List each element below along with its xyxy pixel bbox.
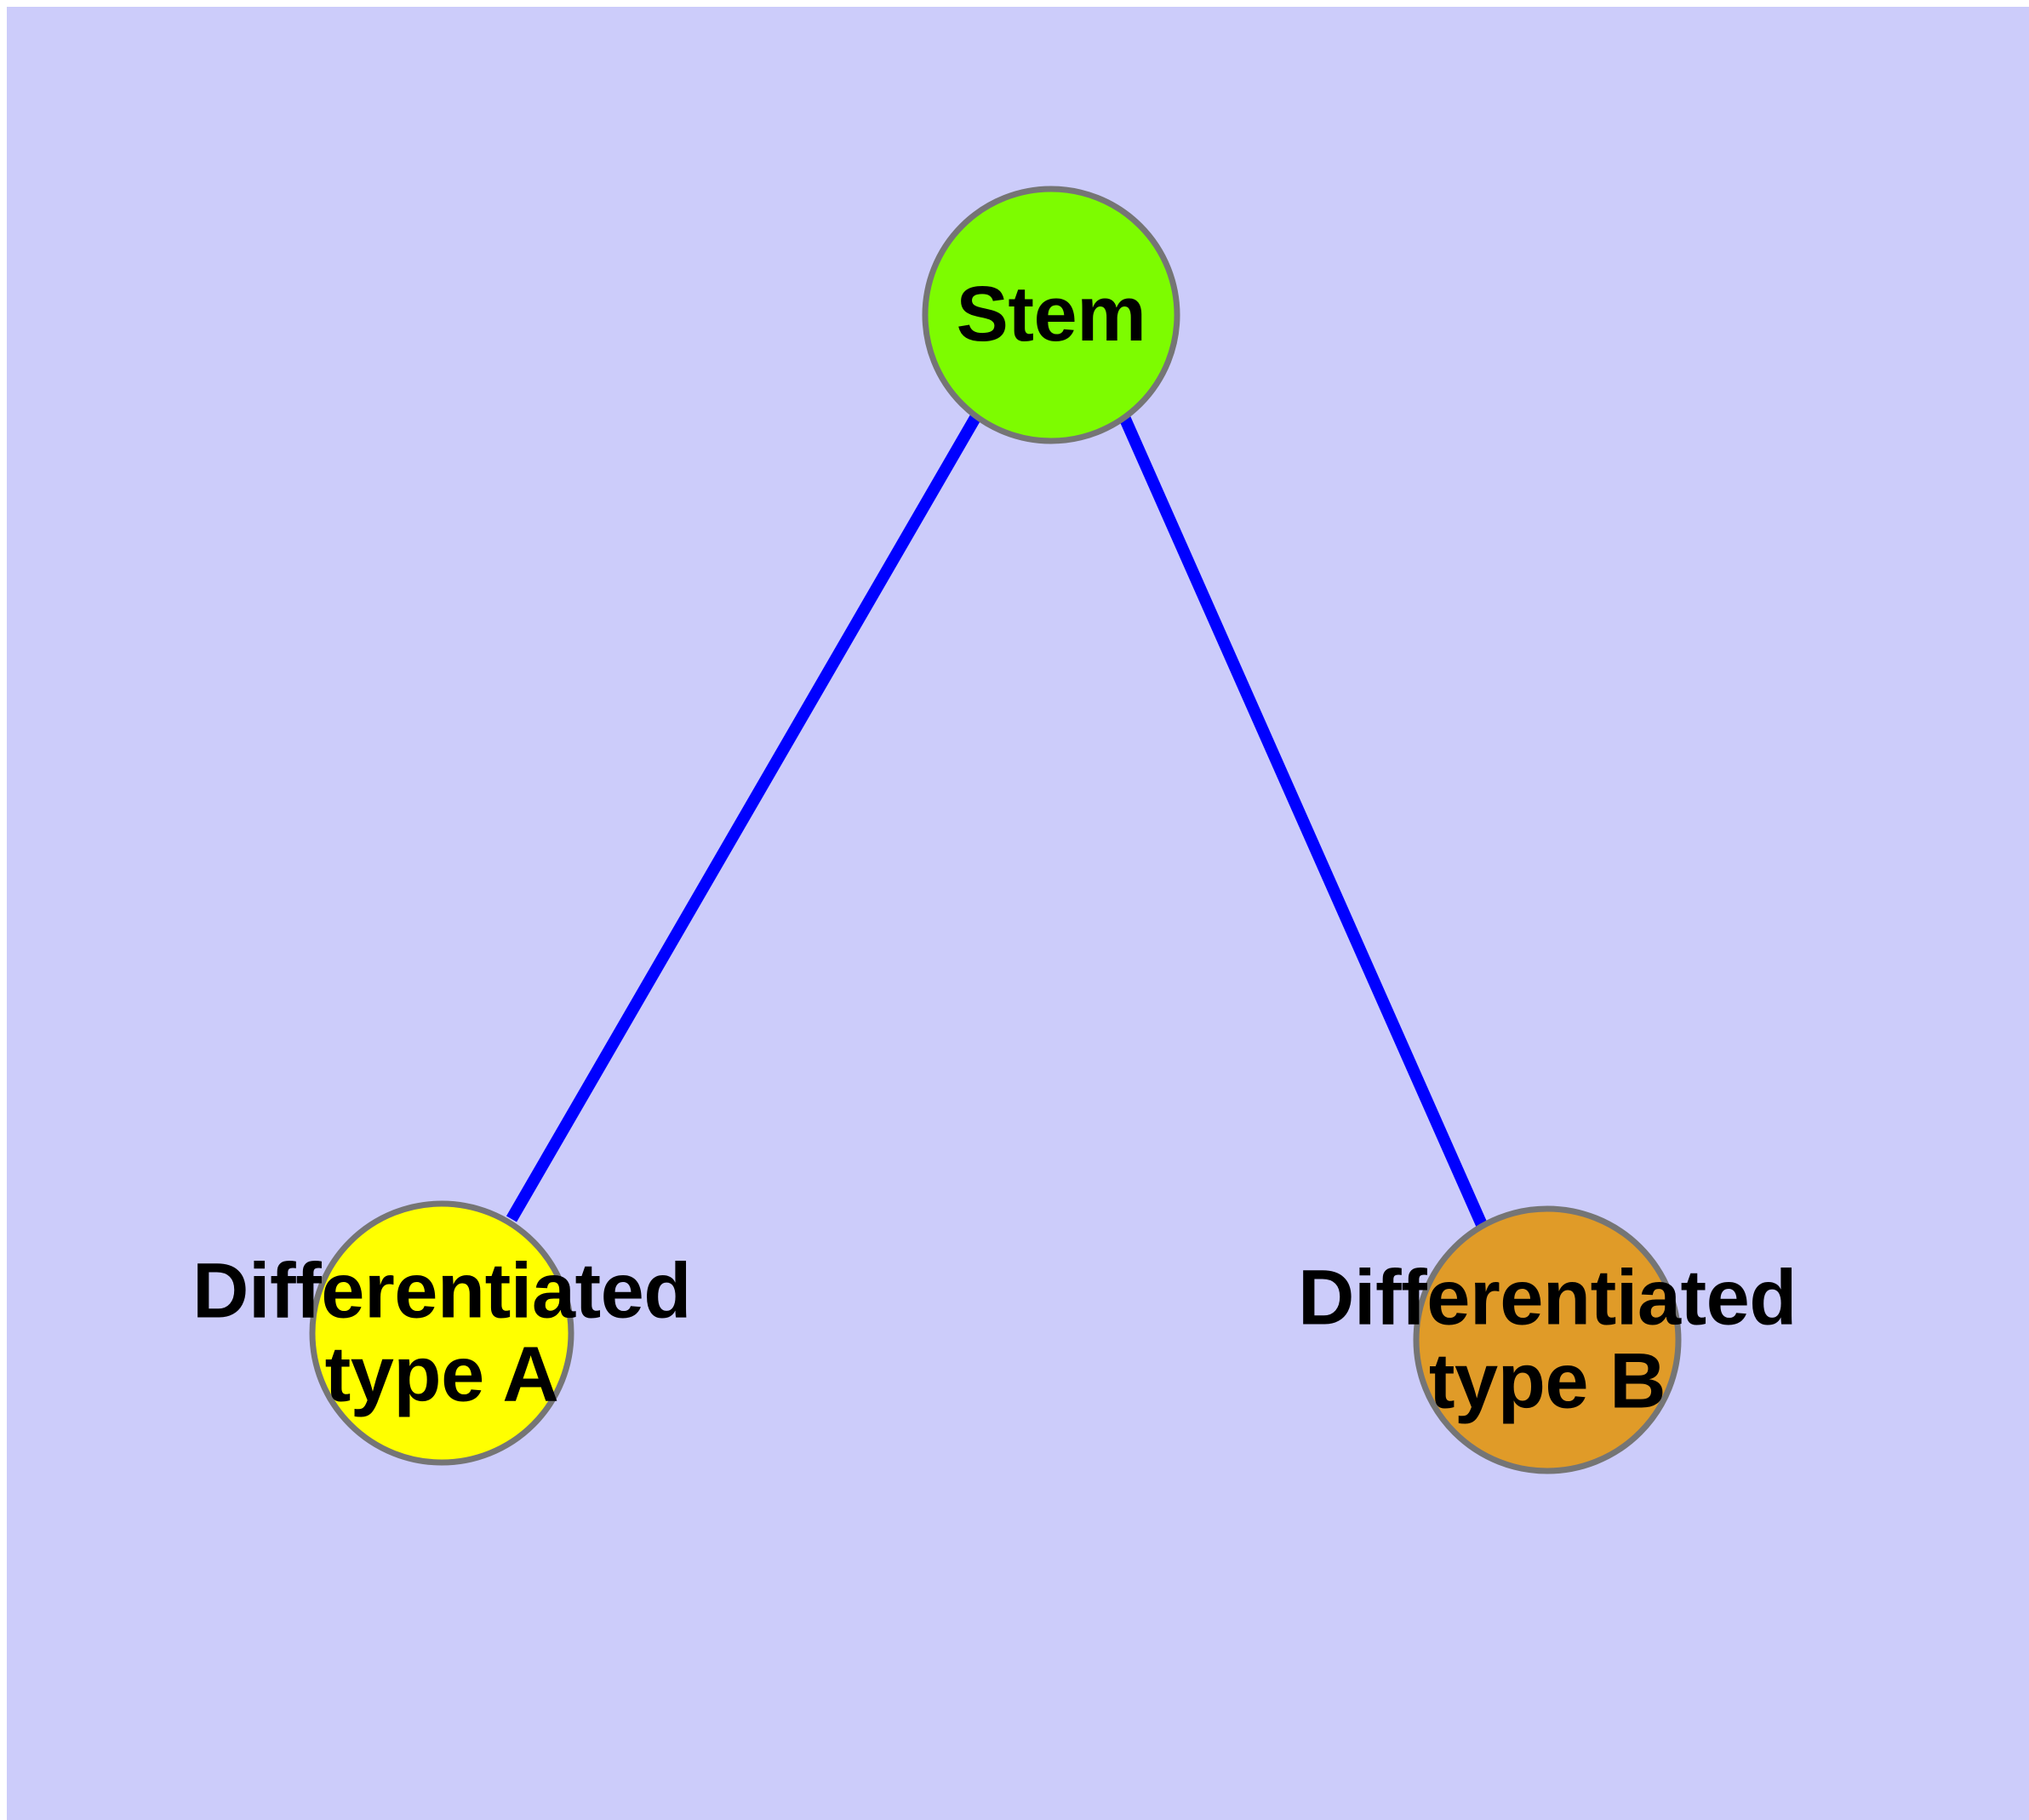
node-differentiated-type-a-circle[interactable] bbox=[309, 1200, 574, 1466]
node-stem-circle[interactable] bbox=[922, 186, 1180, 444]
edge-stem-to-differentiated-type-a[interactable] bbox=[506, 413, 982, 1222]
edges-group bbox=[506, 413, 1489, 1229]
edge-stem-to-differentiated-type-b[interactable] bbox=[1118, 415, 1489, 1229]
node-differentiated-type-b-circle[interactable] bbox=[1413, 1205, 1682, 1474]
nodes-group bbox=[309, 186, 1682, 1474]
